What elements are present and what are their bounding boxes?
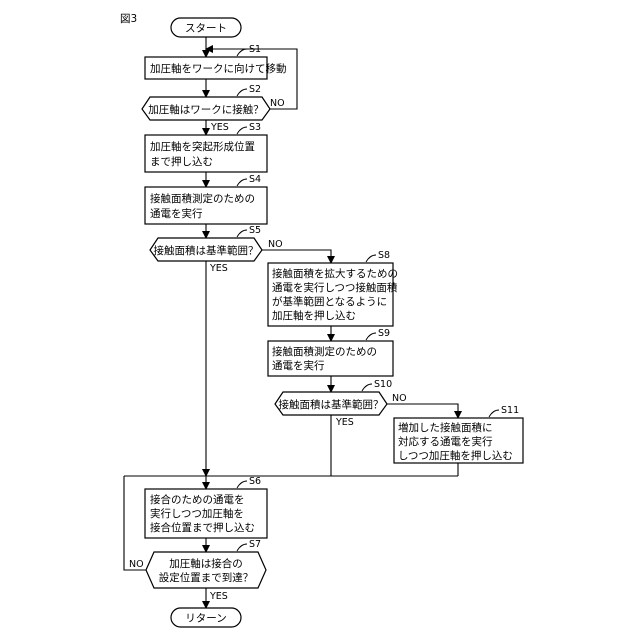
s7-yes-label: YES <box>209 591 228 602</box>
s10-no-label: NO <box>392 393 407 404</box>
step-s4-id: S4 <box>249 174 261 185</box>
step-s6-text-2: 実行しつつ加圧軸を <box>150 507 244 520</box>
step-s1-leader <box>237 49 247 56</box>
step-s4-text-1: 接触面積測定のための <box>150 192 255 205</box>
step-s9-text-2: 通電を実行 <box>272 359 325 372</box>
step-s10: 接触面積は基準範囲？ S10 NO YES <box>275 379 407 428</box>
step-s5-id: S5 <box>249 225 261 236</box>
step-s11-text-2: 対応する通電を実行 <box>398 435 493 448</box>
step-s11-id: S11 <box>501 405 519 416</box>
s7-no-label: NO <box>129 559 144 570</box>
step-s8-leader <box>366 255 376 262</box>
s2-no-label: NO <box>270 98 285 109</box>
step-s8-text-3: が基準範囲となるように <box>272 295 387 308</box>
end-label: リターン <box>185 613 226 625</box>
step-s7-text-2: 設定位置まで到達？ <box>159 571 254 584</box>
s5-yes-label: YES <box>209 263 228 274</box>
s10-yes-label: YES <box>335 417 354 428</box>
step-s2-text: 加圧軸はワークに接触？ <box>148 103 264 116</box>
step-s1-id: S1 <box>249 44 261 55</box>
step-s2: 加圧軸はワークに接触？ S2 NO YES <box>142 84 285 133</box>
step-s1-text: 加圧軸をワークに向けて移動 <box>150 62 287 75</box>
step-s11-text-3: しつつ加圧軸を押し込む <box>398 449 513 462</box>
arrow-s5-no-s8 <box>262 250 331 263</box>
step-s8-id: S8 <box>378 250 390 261</box>
step-s6-leader <box>237 481 247 488</box>
end-terminal: リターン <box>171 608 241 627</box>
arrow-s10-no-s11 <box>387 404 458 418</box>
arrow-s7-no-loop <box>124 476 146 570</box>
step-s3-text-1: 加圧軸を突起形成位置 <box>150 140 255 153</box>
step-s8-text-4: 加圧軸を押し込む <box>272 309 356 322</box>
step-s7: 加圧軸は接合の 設定位置まで到達？ S7 NO YES <box>129 539 266 602</box>
step-s10-leader <box>362 384 372 391</box>
step-s6-text-1: 接合のための通電を <box>150 493 245 506</box>
step-s8: 接触面積を拡大するための 通電を実行しつつ接触面積 が基準範囲となるように 加圧… <box>268 250 398 326</box>
step-s4-leader <box>237 179 247 186</box>
step-s3-text-2: まで押し込む <box>150 155 213 168</box>
step-s7-id: S7 <box>249 539 261 550</box>
step-s7-leader <box>237 544 247 551</box>
start-label: スタート <box>185 23 227 35</box>
step-s6-text-3: 接合位置まで押し込む <box>150 521 255 534</box>
figure-label: 図3 <box>120 13 137 25</box>
step-s2-leader <box>237 89 247 96</box>
step-s8-text-1: 接触面積を拡大するための <box>272 267 398 280</box>
step-s10-id: S10 <box>374 379 392 390</box>
step-s5-leader <box>237 230 247 237</box>
step-s9-id: S9 <box>378 328 390 339</box>
step-s9-text-1: 接触面積測定のための <box>272 345 377 358</box>
step-s11-leader <box>489 410 499 417</box>
step-s3-id: S3 <box>249 122 261 133</box>
step-s8-text-2: 通電を実行しつつ接触面積 <box>272 281 398 294</box>
step-s3-leader <box>237 127 247 134</box>
step-s10-text: 接触面積は基準範囲？ <box>279 398 384 411</box>
step-s4-text-2: 通電を実行 <box>150 207 203 220</box>
step-s2-id: S2 <box>249 84 261 95</box>
step-s11-text-1: 増加した接触面積に <box>398 421 493 434</box>
step-s5-text: 接触面積は基準範囲？ <box>154 244 259 257</box>
step-s6-id: S6 <box>249 476 261 487</box>
s5-no-label: NO <box>268 239 283 250</box>
step-s7-text-1: 加圧軸は接合の <box>169 557 243 570</box>
start-terminal: スタート <box>171 18 241 37</box>
s2-yes-label: YES <box>210 122 229 133</box>
step-s9-leader <box>366 333 376 340</box>
